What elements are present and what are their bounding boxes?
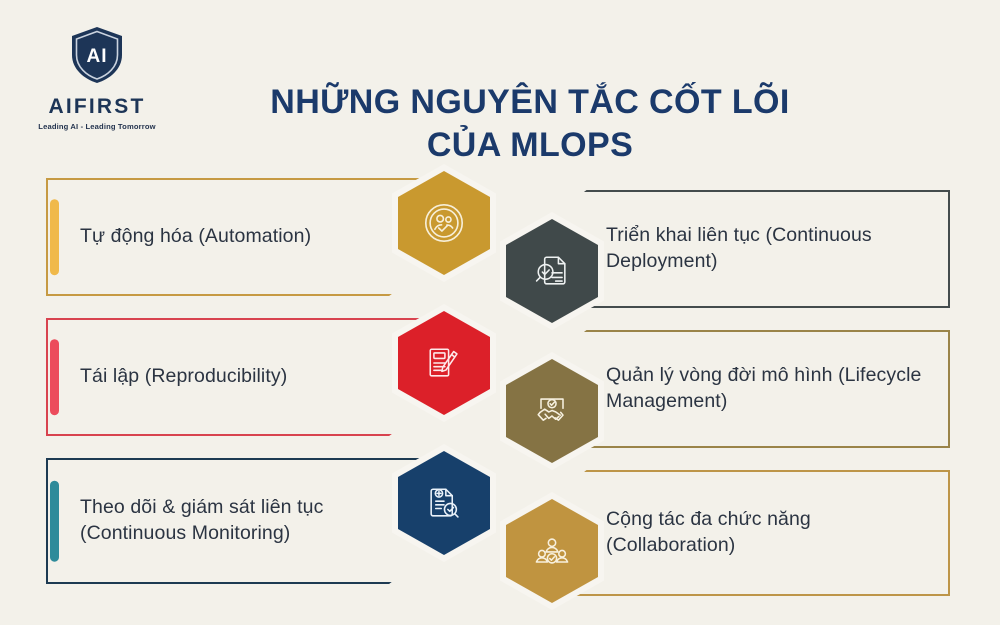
right-column: Triển khai liên tục (Continuous Deployme… <box>500 190 950 618</box>
document-check-monitor-icon <box>398 451 490 555</box>
principle-row-deployment: Triển khai liên tục (Continuous Deployme… <box>500 190 950 330</box>
brand-logo: AI AIFIRST Leading AI - Leading Tomorrow <box>22 24 172 131</box>
principle-label: Triển khai liên tục (Continuous Deployme… <box>606 224 872 272</box>
accent-bar <box>50 480 59 562</box>
handshake-check-icon <box>506 359 598 463</box>
people-group-check-icon <box>506 499 598 603</box>
principle-card-automation[interactable]: Tự động hóa (Automation) <box>46 178 436 296</box>
principle-row-collaboration: Cộng tác đa chức năng (Collaboration) <box>500 470 950 610</box>
shield-ai-icon: AI <box>22 24 172 91</box>
document-pencil-icon <box>398 311 490 415</box>
brand-tagline: Leading AI - Leading Tomorrow <box>38 122 156 131</box>
page-title-line-2: CỦA MLOPS <box>426 125 634 164</box>
brand-wordmark: AIFIRST <box>48 95 146 118</box>
left-column: Tự động hóa (Automation) Tái lập (Reprod… <box>46 164 496 606</box>
principle-label: Cộng tác đa chức năng (Collaboration) <box>606 508 811 556</box>
principle-card-monitoring[interactable]: Theo dõi & giám sát liên tục (Continuous… <box>46 458 436 584</box>
principle-label: Theo dõi & giám sát liên tục (Continuous… <box>80 496 324 544</box>
accent-bar <box>50 339 59 415</box>
principle-label: Tái lập (Reproducibility) <box>80 365 288 388</box>
principle-row-monitoring: Theo dõi & giám sát liên tục (Continuous… <box>46 444 496 584</box>
principle-label: Quản lý vòng đời mô hình (Lifecycle Mana… <box>606 364 922 412</box>
principle-card-reproducibility[interactable]: Tái lập (Reproducibility) <box>46 318 436 436</box>
page-title: NHỮNG NGUYÊN TẮC CỐT LÕI CỦA MLOPS <box>180 81 880 167</box>
accent-bar <box>50 199 59 275</box>
principle-row-automation: Tự động hóa (Automation) <box>46 164 496 296</box>
principle-card-lifecycle[interactable]: Quản lý vòng đời mô hình (Lifecycle Mana… <box>546 330 950 448</box>
hex-badge-wrap <box>392 304 496 422</box>
document-magnifier-check-icon <box>506 219 598 323</box>
people-check-badge-icon <box>398 171 490 275</box>
principle-label: Tự động hóa (Automation) <box>80 225 312 248</box>
principle-card-collaboration[interactable]: Cộng tác đa chức năng (Collaboration) <box>546 470 950 596</box>
principle-row-reproducibility: Tái lập (Reproducibility) <box>46 304 496 436</box>
svg-text:AI: AI <box>87 46 108 67</box>
principle-card-deployment[interactable]: Triển khai liên tục (Continuous Deployme… <box>546 190 950 308</box>
page-title-line-1: NHỮNG NGUYÊN TẮC CỐT LÕI <box>270 82 790 121</box>
principle-row-lifecycle: Quản lý vòng đời mô hình (Lifecycle Mana… <box>500 330 950 470</box>
